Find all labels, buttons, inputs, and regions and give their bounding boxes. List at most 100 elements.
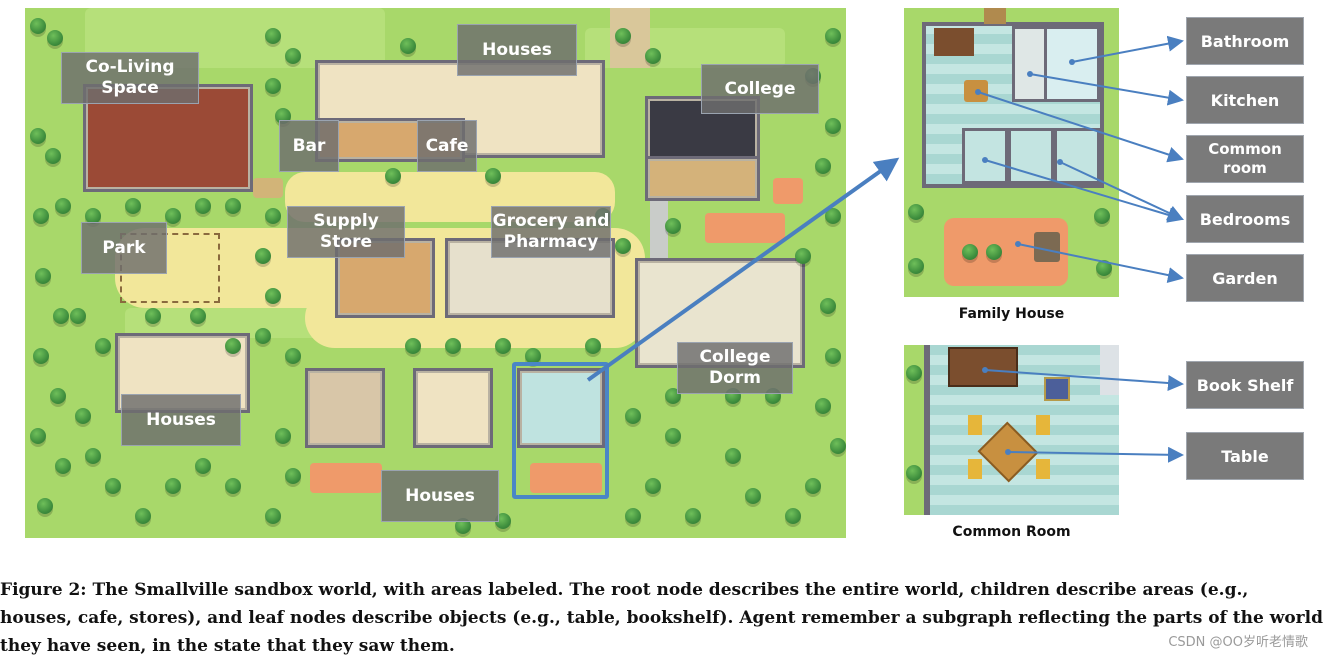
- tree-icon: [615, 28, 631, 44]
- tree-icon: [125, 198, 141, 214]
- label-grocery-and-pharmacy: Grocery and Pharmacy: [491, 206, 611, 258]
- figure-caption-text: The Smallville sandbox world, with areas…: [0, 580, 1323, 656]
- bookshelf-icon: [934, 28, 974, 56]
- tree-icon: [33, 348, 49, 364]
- tree-icon: [30, 128, 46, 144]
- tree-icon: [265, 28, 281, 44]
- tree-icon: [285, 48, 301, 64]
- tree-icon: [525, 348, 541, 364]
- tree-icon: [145, 308, 161, 324]
- tree-icon: [255, 328, 271, 344]
- tree-icon: [825, 118, 841, 134]
- chair-icon: [968, 415, 982, 435]
- garden-patch: [310, 463, 382, 493]
- tree-icon: [45, 148, 61, 164]
- tree-icon: [400, 38, 416, 54]
- tree-icon: [385, 168, 401, 184]
- tree-icon: [47, 30, 63, 46]
- tree-icon: [225, 478, 241, 494]
- family-house-inset: [904, 8, 1119, 297]
- tree-icon: [830, 438, 846, 454]
- common-room-inset: [904, 345, 1119, 515]
- chair-icon: [968, 459, 982, 479]
- tree-icon: [495, 338, 511, 354]
- garden-patch: [530, 463, 602, 493]
- tree-icon: [35, 268, 51, 284]
- tree-icon: [225, 338, 241, 354]
- table-icon: [964, 80, 988, 102]
- label-co-living-space: Co-Living Space: [61, 52, 199, 104]
- tree-icon: [255, 248, 271, 264]
- tree-icon: [962, 244, 978, 260]
- figure-number: Figure 2:: [0, 580, 87, 600]
- bedroom: [1008, 128, 1054, 184]
- tree-icon: [195, 458, 211, 474]
- tree-icon: [85, 208, 101, 224]
- garden-patch: [253, 178, 283, 198]
- tree-icon: [908, 258, 924, 274]
- chair-icon: [1036, 415, 1050, 435]
- label-common-room: Common room: [1186, 135, 1304, 183]
- common-room-caption: Common Room: [952, 524, 1071, 540]
- label-houses-left: Houses: [121, 394, 241, 446]
- bookshelf-icon: [948, 347, 1018, 387]
- tree-icon: [1094, 208, 1110, 224]
- label-bar: Bar: [279, 120, 339, 172]
- tree-icon: [165, 478, 181, 494]
- tree-icon: [906, 465, 922, 481]
- tree-icon: [53, 308, 69, 324]
- tree-icon: [665, 218, 681, 234]
- family-house-caption: Family House: [958, 306, 1065, 322]
- tree-icon: [725, 448, 741, 464]
- tree-icon: [455, 518, 471, 534]
- counter-icon: [1100, 345, 1119, 395]
- tree-icon: [30, 18, 46, 34]
- tree-icon: [745, 488, 761, 504]
- tree-icon: [815, 398, 831, 414]
- tree-icon: [495, 513, 511, 529]
- label-bathroom: Bathroom: [1186, 17, 1304, 65]
- label-bedrooms: Bedrooms: [1186, 195, 1304, 243]
- tree-icon: [55, 198, 71, 214]
- tree-icon: [95, 338, 111, 354]
- tree-icon: [265, 78, 281, 94]
- bathroom-area: [1044, 26, 1100, 102]
- label-book-shelf: Book Shelf: [1186, 361, 1304, 409]
- tree-icon: [135, 508, 151, 524]
- tree-icon: [50, 388, 66, 404]
- label-houses-bottom: Houses: [381, 470, 499, 522]
- tree-icon: [37, 498, 53, 514]
- tree-icon: [645, 48, 661, 64]
- tree-icon: [815, 158, 831, 174]
- tree-icon: [645, 478, 661, 494]
- house-1: [305, 368, 385, 448]
- label-park: Park: [81, 222, 167, 274]
- tree-icon: [55, 458, 71, 474]
- tree-icon: [615, 238, 631, 254]
- tree-icon: [285, 468, 301, 484]
- tree-icon: [908, 204, 924, 220]
- tree-icon: [70, 308, 86, 324]
- figure-caption: Figure 2: The Smallville sandbox world, …: [0, 576, 1326, 660]
- label-table: Table: [1186, 432, 1304, 480]
- tree-icon: [265, 288, 281, 304]
- tree-icon: [625, 508, 641, 524]
- smallville-map: Co-Living Space Houses College Bar Cafe …: [25, 8, 846, 538]
- rug-icon: [1044, 377, 1070, 401]
- tree-icon: [30, 428, 46, 444]
- tree-icon: [665, 428, 681, 444]
- tree-icon: [825, 348, 841, 364]
- garden-patch: [705, 213, 785, 243]
- shed-icon: [1034, 232, 1060, 262]
- tree-icon: [190, 308, 206, 324]
- tree-icon: [685, 508, 701, 524]
- tree-icon: [33, 208, 49, 224]
- tree-icon: [195, 198, 211, 214]
- tree-icon: [265, 208, 281, 224]
- label-houses-top: Houses: [457, 24, 577, 76]
- garden-patch: [773, 178, 803, 204]
- college-hall: [645, 156, 760, 201]
- tree-icon: [445, 338, 461, 354]
- tree-icon: [825, 28, 841, 44]
- tree-icon: [75, 408, 91, 424]
